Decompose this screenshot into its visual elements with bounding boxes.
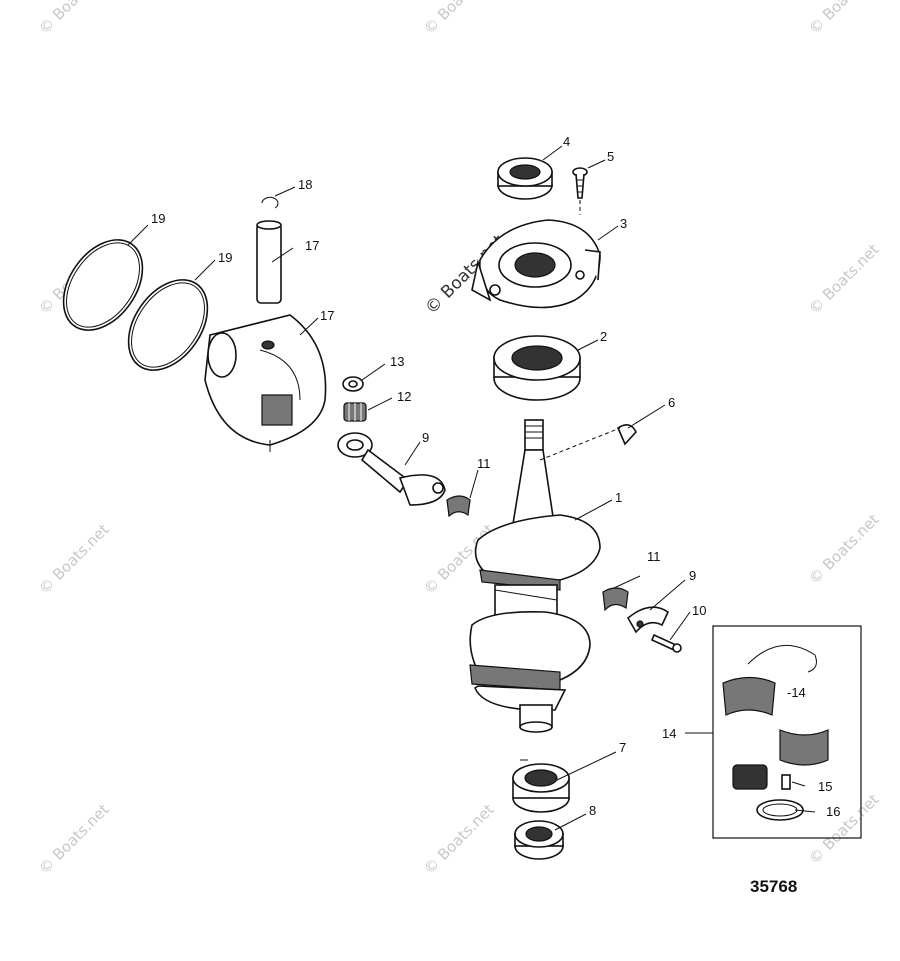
rod-cap bbox=[626, 606, 670, 634]
callout-12: 12 bbox=[397, 389, 411, 404]
callout-5: 5 bbox=[607, 149, 614, 164]
crankshaft bbox=[469, 419, 601, 733]
piston-ring-lower bbox=[127, 279, 209, 371]
callout-16: 16 bbox=[826, 804, 840, 819]
needle-bearing-small bbox=[343, 402, 367, 422]
callout-14-inset: -14 bbox=[787, 685, 806, 700]
watermarks: © Boats.net © Boats.net © Boats.net © Bo… bbox=[35, 0, 883, 878]
rod-cap-screw bbox=[650, 633, 682, 653]
callout-17-piston: 17 bbox=[320, 308, 334, 323]
callout-3: 3 bbox=[620, 216, 627, 231]
callout-18: 18 bbox=[298, 177, 312, 192]
callout-9-left: 9 bbox=[422, 430, 429, 445]
callout-1: 1 bbox=[615, 490, 622, 505]
callout-8: 8 bbox=[589, 803, 596, 818]
inset-bearing-kit bbox=[712, 625, 862, 839]
rod-bearing-left bbox=[446, 495, 471, 518]
piston bbox=[204, 314, 327, 452]
leader-lines bbox=[127, 145, 816, 831]
watermark-mr: © Boats.net bbox=[805, 240, 883, 318]
watermark-bc: © Boats.net bbox=[420, 800, 498, 878]
crankshaft-key bbox=[616, 424, 637, 446]
oil-seal-top bbox=[497, 157, 553, 200]
callout-14: 14 bbox=[662, 726, 676, 741]
piston-pin-lock-ring bbox=[261, 196, 279, 209]
watermark-tl: © Boats.net bbox=[35, 0, 113, 38]
roller-bearing-lower bbox=[512, 763, 570, 813]
watermark-l2: © Boats.net bbox=[35, 520, 113, 598]
upper-bearing-housing bbox=[471, 219, 601, 309]
watermark-r2: © Boats.net bbox=[805, 510, 883, 588]
ball-bearing bbox=[493, 335, 581, 401]
figure-number: 35768 bbox=[750, 877, 797, 896]
screw bbox=[572, 167, 588, 199]
watermark-tc: © Boats.net bbox=[420, 0, 498, 38]
callout-2: 2 bbox=[600, 329, 607, 344]
watermark-bl: © Boats.net bbox=[35, 800, 113, 878]
callout-11-left: 11 bbox=[477, 456, 491, 471]
callout-19-upper: 19 bbox=[151, 211, 165, 226]
callout-4: 4 bbox=[563, 134, 570, 149]
thrust-washer bbox=[342, 376, 364, 392]
callout-15: 15 bbox=[818, 779, 832, 794]
oil-seal-bottom bbox=[514, 820, 564, 860]
watermark-tr: © Boats.net bbox=[805, 0, 883, 38]
callout-11-right: 11 bbox=[647, 549, 661, 564]
callout-17-pin: 17 bbox=[305, 238, 319, 253]
callout-6: 6 bbox=[668, 395, 675, 410]
callouts: 1 2 3 4 5 6 7 8 9 9 10 11 11 12 13 14 -1… bbox=[151, 134, 840, 819]
connecting-rod bbox=[337, 432, 446, 506]
callout-9-right: 9 bbox=[689, 568, 696, 583]
rod-bearing-right bbox=[602, 587, 629, 612]
callout-19-lower: 19 bbox=[218, 250, 232, 265]
callout-13: 13 bbox=[390, 354, 404, 369]
callout-10: 10 bbox=[692, 603, 706, 618]
watermark-br: © Boats.net bbox=[805, 790, 883, 868]
piston-ring-upper bbox=[62, 239, 144, 331]
piston-pin bbox=[256, 220, 282, 304]
callout-7: 7 bbox=[619, 740, 626, 755]
